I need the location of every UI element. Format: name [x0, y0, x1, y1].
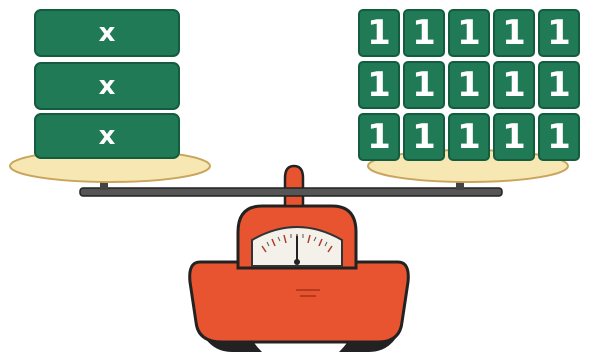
scale-beam	[80, 188, 502, 196]
unit-tile: 1	[404, 10, 444, 56]
unit-tile: 1	[539, 10, 579, 56]
unit-tile-label: 1	[547, 13, 571, 53]
unit-tile: 1	[449, 62, 489, 108]
unit-tile-label: 1	[547, 117, 571, 157]
x-tile: x	[35, 63, 179, 109]
unit-tile-label: 1	[412, 117, 436, 157]
scale-base	[190, 262, 409, 342]
unit-tile: 1	[404, 62, 444, 108]
unit-tile: 1	[449, 10, 489, 56]
unit-tile-label: 1	[367, 65, 391, 105]
x-tile-label: x	[99, 71, 116, 101]
x-tile: x	[35, 114, 179, 158]
unit-tile-label: 1	[502, 117, 526, 157]
unit-tile-label: 1	[457, 117, 481, 157]
unit-tile: 1	[359, 10, 399, 56]
scale-dial-hub	[294, 259, 300, 265]
right-pan-tiles: 1 1 1 1 1 1 1 1	[359, 10, 579, 160]
unit-tile: 1	[539, 62, 579, 108]
unit-tile-label: 1	[457, 13, 481, 53]
unit-tile: 1	[359, 114, 399, 160]
unit-tile-label: 1	[502, 65, 526, 105]
unit-tile-label: 1	[502, 13, 526, 53]
unit-tile: 1	[359, 62, 399, 108]
x-tile-label: x	[99, 121, 116, 151]
x-tile-label: x	[99, 18, 116, 48]
unit-tile-label: 1	[367, 13, 391, 53]
unit-tile-label: 1	[547, 65, 571, 105]
unit-tile: 1	[494, 62, 534, 108]
unit-tile-label: 1	[457, 65, 481, 105]
unit-tile: 1	[494, 114, 534, 160]
scale-body	[190, 206, 409, 352]
unit-tile: 1	[404, 114, 444, 160]
unit-tile: 1	[494, 10, 534, 56]
x-tile: x	[35, 10, 179, 56]
unit-tile: 1	[539, 114, 579, 160]
unit-tile-label: 1	[367, 117, 391, 157]
unit-tile: 1	[449, 114, 489, 160]
left-pan-tiles: x x x	[35, 10, 179, 158]
scale-post	[285, 166, 303, 206]
unit-tile-label: 1	[412, 65, 436, 105]
unit-tile-label: 1	[412, 13, 436, 53]
